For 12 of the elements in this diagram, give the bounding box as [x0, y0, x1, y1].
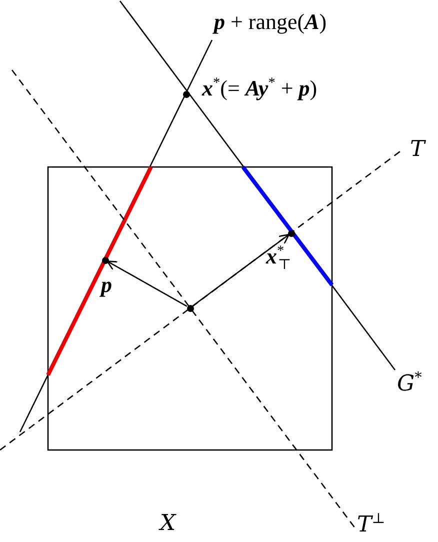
line-label: T$^{⊥}$ [357, 512, 386, 538]
point-dot [186, 304, 194, 312]
arrow [106, 260, 188, 307]
arrow [192, 234, 290, 306]
point-dot [182, 90, 190, 98]
point-label: p [101, 273, 112, 298]
line-label: T [410, 138, 425, 162]
line-label: G$^{*}$ [397, 371, 422, 397]
line-label: p + range(A) [214, 10, 327, 34]
point-dot [102, 256, 108, 264]
point-label: x$^{*}$(= Ay$^{*}$ + p) [202, 76, 318, 101]
set-label: X [160, 512, 176, 536]
